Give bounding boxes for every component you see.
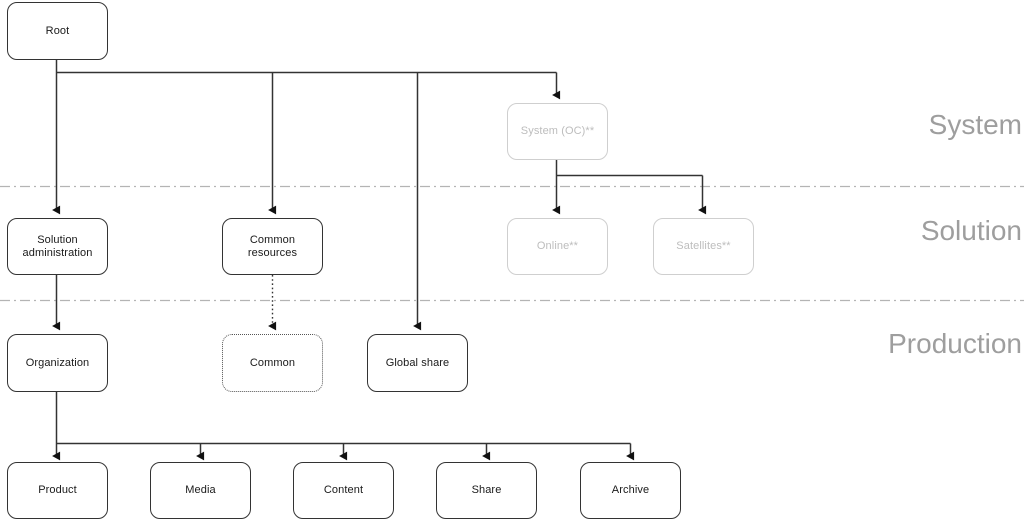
node-root[interactable]: Root [7,2,108,60]
node-root-label: Root [45,24,70,37]
node-content-label: Content [323,484,364,496]
zone-label-production: Production [888,328,1022,359]
node-satellites[interactable]: Satellites** [653,218,754,275]
node-media[interactable]: Media [150,462,251,519]
node-common-label: Common [249,356,296,369]
zone-label-solution: Solution [920,215,1022,246]
node-system-oc[interactable]: System (OC)** [507,103,608,160]
node-archive-label: Archive [611,484,650,496]
node-organization[interactable]: Organization [7,334,108,392]
edge-system-oc-fanout [555,160,703,177]
node-system-oc-label: System (OC)** [520,125,595,137]
node-satellites-label: Satellites** [676,240,731,252]
node-common-resources-label: Common resources [247,233,298,259]
node-product-label: Product [38,484,77,496]
node-share-label: Share [471,484,502,496]
edge-root-fanout [55,60,557,74]
node-common[interactable]: Common [222,334,323,392]
node-organization-label: Organization [25,356,90,369]
node-solution-administration[interactable]: Solution administration [7,218,108,275]
node-archive[interactable]: Archive [580,462,681,519]
zone-label-system: System [928,109,1022,140]
node-online[interactable]: Online** [507,218,608,275]
node-content[interactable]: Content [293,462,394,519]
node-common-resources[interactable]: Common resources [222,218,323,275]
node-media-label: Media [185,484,216,496]
node-solution-administration-label: Solution administration [22,233,93,259]
node-share[interactable]: Share [436,462,537,519]
node-global-share[interactable]: Global share [367,334,468,392]
node-product[interactable]: Product [7,462,108,519]
edge-organization-fanout [55,392,631,445]
node-global-share-label: Global share [385,356,450,369]
node-online-label: Online** [536,240,579,252]
